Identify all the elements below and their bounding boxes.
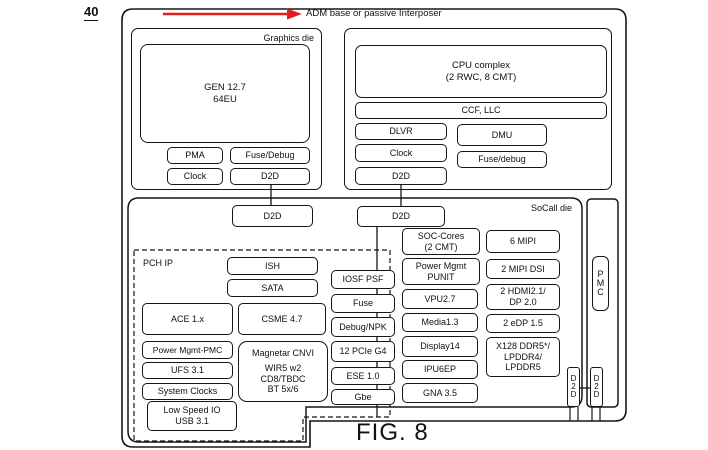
pch-sata-block: SATA (227, 279, 318, 297)
cpu-fuse-debug-block: Fuse/debug (457, 151, 547, 168)
interposer-label: ADM base or passive Interposer (306, 8, 442, 19)
soc-gna-block: GNA 3.5 (402, 383, 478, 403)
soc-display-block: Display14 (402, 336, 478, 357)
magnetar-title: Magnetar CNVI (251, 348, 315, 359)
pmc-strip-outline (586, 198, 619, 408)
magnetar-line2: WIR5 w2 (264, 362, 302, 373)
soc-debug-npk-block: Debug/NPK (331, 317, 395, 337)
gen-gpu-block: GEN 12.7 64EU (140, 44, 310, 143)
low-speed-line2: USB 3.1 (175, 416, 209, 426)
figure-caption: FIG. 8 (356, 419, 429, 446)
ddr-line2: LPDDR4/ (503, 351, 542, 362)
gpu-clock-block: Clock (167, 168, 223, 185)
magnetar-line3: CD8/TBDC (260, 373, 306, 384)
graphics-die (131, 28, 322, 190)
cpu-complex-line1: CPU complex (451, 60, 511, 72)
soc-die-outline (127, 197, 583, 443)
soc-hdmi-dp-block: 2 HDMI2.1/ DP 2.0 (486, 284, 560, 310)
pmc-block: PMC (592, 256, 609, 311)
cpu-clock-block: Clock (355, 144, 447, 162)
soc-pcie-block: 12 PCIe G4 (331, 341, 395, 362)
pch-system-clocks-block: System Clocks (142, 383, 233, 400)
soc-gbe-block: Gbe (331, 389, 395, 405)
pch-magnetar-cnvi-block: Magnetar CNVI WIR5 w2 CD8/TBDC BT 5x/6 (238, 341, 328, 402)
magnetar-line4: BT 5x/6 (267, 384, 299, 395)
figure-ref-number: 40 (84, 4, 99, 21)
gpu-pma-block: PMA (167, 147, 223, 164)
gpu-d2d-block: D2D (230, 168, 310, 185)
pch-csme-block: CSME 4.7 (238, 303, 326, 335)
pch-low-speed-io-block: Low Speed IO USB 3.1 (147, 401, 237, 431)
gen-gpu-line2: 64EU (213, 93, 237, 105)
soc-die-label: SoCall die (530, 203, 572, 213)
soc-mipi-dsi-block: 2 MIPI DSI (486, 259, 560, 279)
soc-edp-block: 2 eDP 1.5 (486, 314, 560, 333)
soc-media-block: Media1.3 (402, 313, 478, 332)
soc-ddr-block: X128 DDR5*/ LPDDR4/ LPDDR5 (486, 337, 560, 377)
cpu-complex-line2: (2 RWC, 8 CMT) (445, 71, 517, 83)
cpu-d2d-block: D2D (355, 167, 447, 185)
hdmi-line2: DP 2.0 (509, 297, 537, 307)
red-arrow-head (287, 8, 302, 20)
soc-ipu-block: IPU6EP (402, 360, 478, 379)
soc-vpu-block: VPU2.7 (402, 289, 478, 309)
punit-line2: PUNIT (427, 271, 455, 282)
pch-ufs-block: UFS 3.1 (142, 362, 233, 379)
ddr-line1: X128 DDR5*/ (495, 341, 551, 352)
cpu-ccf-llc-block: CCF, LLC (355, 102, 607, 119)
soc-d2d-left-block: D2D (232, 205, 313, 227)
soc-cores-line1: SOC-Cores (417, 230, 465, 241)
pch-ace-block: ACE 1.x (142, 303, 233, 335)
gpu-fuse-debug-block: Fuse/Debug (230, 147, 310, 164)
hdmi-line1: 2 HDMI2.1/ (500, 286, 546, 297)
cpu-complex-block: CPU complex (2 RWC, 8 CMT) (355, 45, 607, 98)
soc-mipi-block: 6 MIPI (486, 230, 560, 253)
soc-d2d-vertical-block: D2D (567, 367, 580, 407)
pch-ip-label: PCH IP (143, 258, 174, 268)
soc-iosf-psf-block: IOSF PSF (331, 270, 395, 289)
pch-ish-block: ISH (227, 257, 318, 275)
soc-cores-block: SOC-Cores (2 CMT) (402, 228, 480, 255)
soc-punit-block: Power Mgmt PUNIT (402, 258, 480, 285)
cpu-die (344, 28, 612, 190)
strip-d2d-vertical-block: D2D (590, 367, 603, 407)
gen-gpu-line1: GEN 12.7 (204, 82, 246, 94)
ddr-line3: LPDDR5 (505, 362, 541, 373)
soc-d2d-right-block: D2D (357, 206, 445, 227)
cpu-dlvr-block: DLVR (355, 123, 447, 140)
pch-power-mgmt-pmc-block: Power Mgmt-PMC (142, 341, 233, 359)
cpu-dmu-block: DMU (457, 124, 547, 146)
interposer-outline (121, 8, 627, 448)
soc-cores-line2: (2 CMT) (424, 241, 458, 252)
low-speed-line1: Low Speed IO (163, 405, 221, 416)
graphics-die-label: Graphics die (263, 33, 314, 43)
pch-dashed-outline (133, 249, 391, 442)
soc-fuse-block: Fuse (331, 294, 395, 313)
soc-ese-block: ESE 1.0 (331, 367, 395, 385)
punit-line1: Power Mgmt (415, 260, 467, 271)
